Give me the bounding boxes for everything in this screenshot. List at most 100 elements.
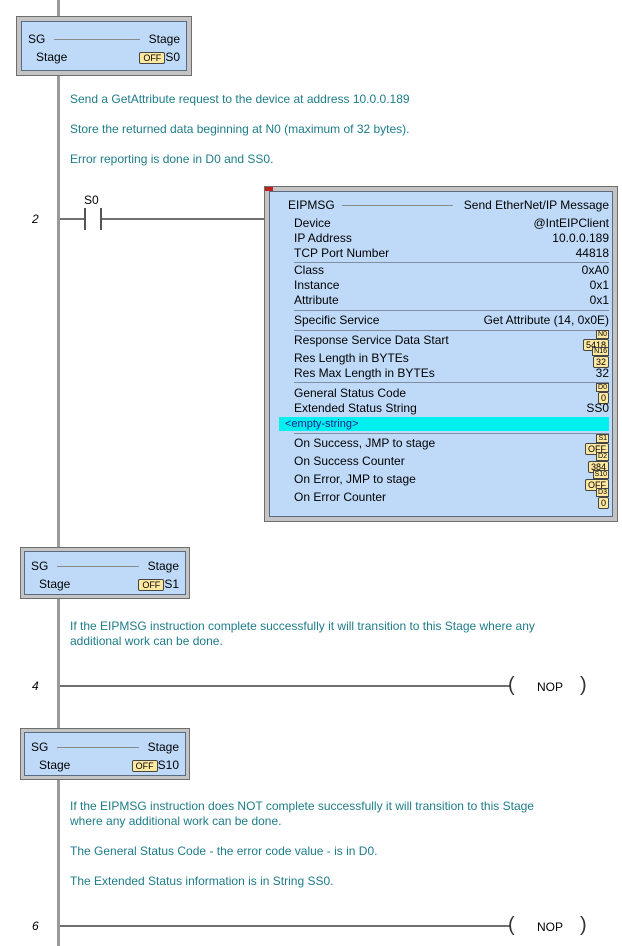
- tag-name: N0: [596, 330, 609, 339]
- param-label: Res Length in BYTEs: [294, 351, 409, 365]
- separator: [294, 330, 609, 331]
- error-counter-tag: D3 0: [596, 487, 609, 509]
- param-label: Class: [294, 263, 325, 277]
- tag-name: N16: [592, 347, 609, 356]
- tag-name: D2: [596, 452, 609, 461]
- contact-left-bar[interactable]: [84, 208, 86, 230]
- contact-label: S0: [84, 193, 99, 207]
- coil-left-paren[interactable]: (: [508, 674, 515, 696]
- rung-wire: [60, 218, 84, 220]
- param-label: Res Max Length in BYTEs: [294, 366, 435, 380]
- param-label: TCP Port Number: [294, 246, 390, 260]
- param-value: 32: [595, 366, 609, 380]
- divider: [342, 205, 453, 206]
- empty-string-value[interactable]: <empty-string>: [279, 417, 609, 431]
- param-value: @IntEIPClient: [533, 216, 609, 230]
- stage-name: S0: [165, 50, 180, 64]
- general-status-tag: D0 0: [596, 382, 609, 404]
- contact-right-bar[interactable]: [100, 208, 102, 230]
- param-label: On Success, JMP to stage: [294, 436, 436, 450]
- param-success-counter[interactable]: On Success Counter: [294, 454, 609, 469]
- sg-label: SG: [31, 740, 49, 754]
- param-res-max-length[interactable]: Res Max Length in BYTEs 32: [294, 366, 609, 381]
- rung-comment: where any additional work can be done.: [70, 814, 282, 828]
- param-device[interactable]: Device @IntEIPClient: [294, 216, 609, 231]
- power-rail: [57, 0, 60, 946]
- param-specific-service[interactable]: Specific Service Get Attribute (14, 0x0E…: [294, 313, 609, 328]
- param-label: Attribute: [294, 293, 339, 307]
- rung-wire: [60, 925, 510, 927]
- param-success-jmp[interactable]: On Success, JMP to stage: [294, 436, 609, 451]
- stage-row-1: SG Stage: [28, 31, 180, 47]
- param-label: On Error Counter: [294, 490, 387, 504]
- rung-number: 4: [32, 679, 39, 693]
- stage-label: Stage: [39, 577, 71, 591]
- param-label: Device: [294, 216, 331, 230]
- param-value: Get Attribute (14, 0x0E): [483, 313, 609, 327]
- rung-comment: If the EIPMSG instruction does NOT compl…: [70, 799, 534, 813]
- param-value: 10.0.0.189: [552, 231, 609, 245]
- param-class[interactable]: Class 0xA0: [294, 263, 609, 278]
- param-label: IP Address: [294, 231, 352, 245]
- separator: [294, 382, 609, 383]
- param-tcp-port[interactable]: TCP Port Number 44818: [294, 246, 609, 261]
- tag-name: S10: [592, 470, 609, 479]
- nop-coil-label[interactable]: NOP: [537, 680, 564, 694]
- param-value: 44818: [575, 246, 609, 260]
- rung-comment: If the EIPMSG instruction complete succe…: [70, 619, 535, 633]
- param-general-status[interactable]: General Status Code: [294, 386, 609, 401]
- rung-comment: The General Status Code - the error code…: [70, 844, 378, 858]
- param-error-counter[interactable]: On Error Counter: [294, 490, 609, 505]
- coil-left-paren[interactable]: (: [508, 914, 515, 936]
- param-error-jmp[interactable]: On Error, JMP to stage: [294, 472, 609, 487]
- stage-row-1: SG Stage: [31, 558, 179, 574]
- stage-label: Stage: [36, 50, 68, 64]
- separator: [294, 310, 609, 311]
- coil-right-paren[interactable]: ): [580, 914, 587, 936]
- eipmsg-inner: [269, 191, 613, 517]
- param-value: 0xA0: [581, 263, 609, 277]
- param-extended-status[interactable]: Extended Status String SS0: [294, 401, 609, 416]
- res-length-tag: N16 32: [592, 346, 609, 368]
- status-badge: OFF: [131, 759, 158, 772]
- rung-comment: The Extended Status information is in St…: [70, 874, 334, 888]
- rung-comment: Error reporting is done in D0 and SS0.: [70, 152, 274, 166]
- instruction-name: EIPMSG: [288, 198, 335, 212]
- divider: [57, 566, 139, 567]
- nop-coil-label[interactable]: NOP: [537, 920, 564, 934]
- param-ip-address[interactable]: IP Address 10.0.0.189: [294, 231, 609, 246]
- param-label: General Status Code: [294, 386, 407, 400]
- param-response-start[interactable]: Response Service Data Start: [294, 333, 609, 348]
- param-res-length[interactable]: Res Length in BYTEs: [294, 351, 609, 366]
- sg-label: SG: [28, 32, 46, 46]
- rung-number: 6: [32, 919, 39, 933]
- coil-right-paren[interactable]: ): [580, 674, 587, 696]
- stage-row-1: SG Stage: [31, 739, 179, 755]
- param-value: 0x1: [589, 293, 609, 307]
- status-badge: OFF: [139, 51, 166, 64]
- stage-name: S10: [157, 758, 179, 772]
- param-instance[interactable]: Instance 0x1: [294, 278, 609, 293]
- param-label: Response Service Data Start: [294, 333, 449, 347]
- stage-name: S1: [164, 577, 179, 591]
- param-label: On Success Counter: [294, 454, 405, 468]
- param-value: SS0: [586, 401, 609, 415]
- stage-label: Stage: [39, 758, 71, 772]
- param-label: Specific Service: [294, 313, 380, 327]
- stage-word: Stage: [147, 740, 179, 754]
- eipmsg-instruction-box[interactable]: EIPMSG Send EtherNet/IP Message Device @…: [264, 186, 618, 522]
- rung-wire: [102, 218, 266, 220]
- param-attribute[interactable]: Attribute 0x1: [294, 293, 609, 308]
- tag-name: D0: [596, 383, 609, 392]
- param-label: Extended Status String: [294, 401, 417, 415]
